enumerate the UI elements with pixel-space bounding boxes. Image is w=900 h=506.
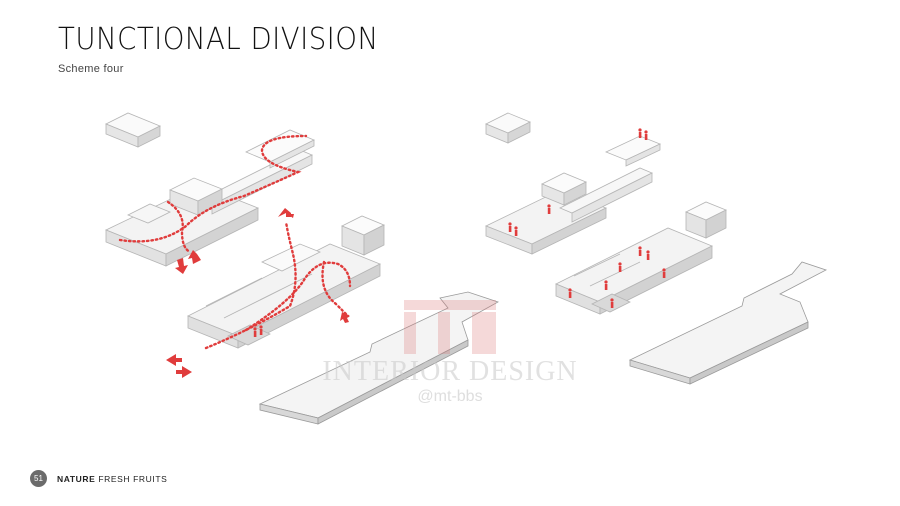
flow-path-upper [118,134,308,243]
middle-floor-right [555,201,727,315]
brand-bold: NATURE [57,473,96,484]
page-title: TUNCTIONAL DIVISION [58,22,379,57]
flow-path-middle-b [244,261,352,332]
footer: 51 NATURE FRESH FRUITS [30,470,167,487]
person-figure-icon [253,325,263,337]
red-arrow-icon [166,208,350,378]
person-figure-icon [508,128,666,308]
watermark-logo [404,300,496,354]
brand-rest: FRESH FRUITS [98,473,168,484]
ground-slab-left [258,291,499,425]
roof-block-left [105,112,161,148]
flow-path-middle-c [321,260,350,318]
page-number-badge: 51 [30,470,47,487]
flow-path-middle-a [204,220,297,350]
upper-floor-left [105,129,315,267]
flow-path-upper-branch [166,200,192,254]
upper-floor-right [485,135,662,255]
brand-label: NATURE FRESH FRUITS [57,474,167,484]
ground-slab-right [628,261,828,385]
middle-floor-left [187,215,385,349]
scheme-circulation [105,112,499,425]
roof-block-right [485,112,531,144]
page-subtitle: Scheme four [58,63,124,75]
scheme-occupancy [485,112,828,385]
